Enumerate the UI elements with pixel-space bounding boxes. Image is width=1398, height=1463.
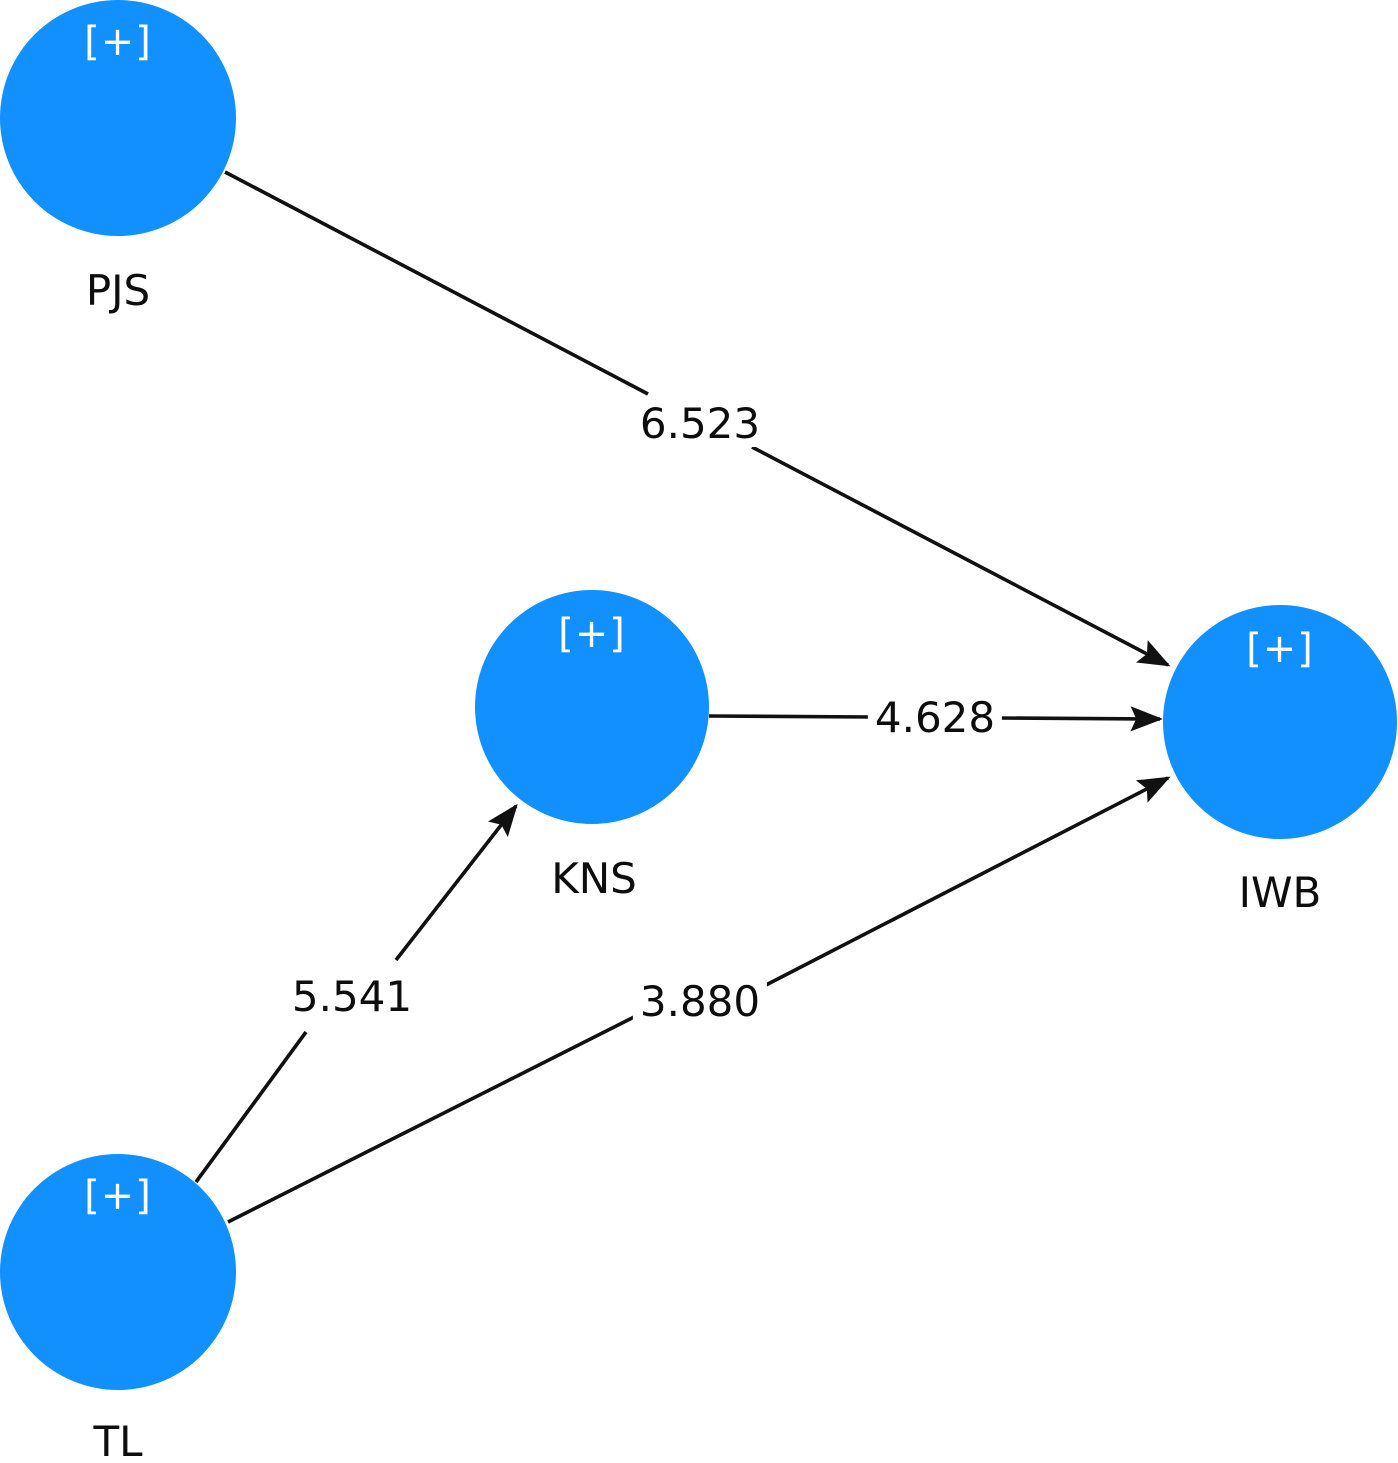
node-kns[interactable]: [+]	[475, 590, 709, 824]
edge-pjs-iwb	[224, 170, 1171, 667]
node-iwb[interactable]: [+]	[1163, 605, 1397, 839]
node-label-kns: KNS	[551, 854, 637, 903]
node-label-pjs: PJS	[85, 266, 151, 315]
plus-marker-icon: [+]	[558, 611, 626, 657]
node-tl[interactable]: [+]	[0, 1154, 236, 1390]
edge-label-tl-kns: 5.541	[284, 974, 420, 1020]
plus-marker-icon: [+]	[84, 19, 152, 65]
node-label-iwb: IWB	[1238, 868, 1322, 917]
edge-label-tl-iwb: 3.880	[632, 979, 768, 1025]
edge-label-pjs-iwb: 6.523	[632, 401, 768, 447]
node-label-tl: TL	[93, 1417, 143, 1463]
edge-tl-kns	[194, 803, 518, 1184]
plus-marker-icon: [+]	[84, 1173, 152, 1219]
node-pjs[interactable]: [+]	[0, 0, 236, 236]
edge-kns-iwb	[708, 706, 1163, 732]
edge-tl-iwb	[227, 776, 1171, 1224]
plus-marker-icon: [+]	[1246, 626, 1314, 672]
edge-label-kns-iwb: 4.628	[867, 695, 1003, 741]
